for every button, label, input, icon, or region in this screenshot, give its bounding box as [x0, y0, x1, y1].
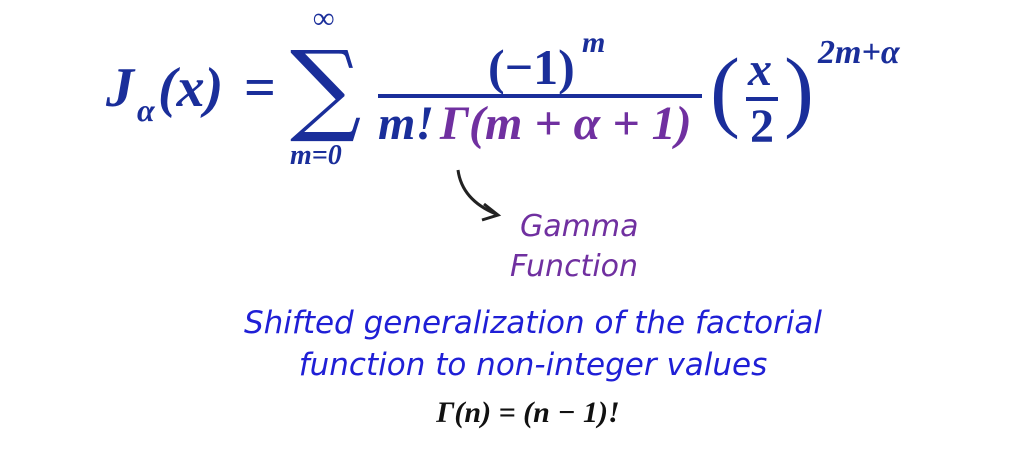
- numerator-base: (−1): [488, 39, 575, 95]
- paren-open: (: [710, 41, 740, 140]
- sum-symbol: ∑: [290, 29, 362, 146]
- denominator-factorial: m!: [378, 97, 435, 150]
- gamma-label-line2: Function: [510, 249, 639, 284]
- lhs-subscript: α: [137, 92, 155, 128]
- gamma-label-line1: Gamma: [520, 209, 639, 244]
- exponent: 2m+α: [818, 34, 900, 71]
- inner-fraction-bar: [746, 97, 778, 101]
- description-line1: Shifted generalization of the factorial: [243, 305, 823, 341]
- description-line2: function to non-integer values: [298, 347, 768, 383]
- lhs-argument: (x): [158, 57, 224, 119]
- arrow-icon: [456, 169, 502, 222]
- paren-close: ): [784, 41, 814, 140]
- inner-denominator: 2: [750, 100, 774, 153]
- lhs-function: J: [106, 57, 134, 119]
- gamma-identity: Γ(n) = (n − 1)!: [436, 396, 620, 429]
- numerator-exponent: m: [582, 26, 606, 59]
- gamma-term: Γ(m + α + 1): [440, 97, 692, 150]
- sum-upper-limit: ∞: [313, 2, 335, 35]
- inner-numerator: x: [748, 43, 772, 96]
- fraction-bar: [378, 94, 702, 98]
- equals-sign: =: [244, 57, 276, 119]
- sum-lower-limit: m=0: [290, 140, 342, 171]
